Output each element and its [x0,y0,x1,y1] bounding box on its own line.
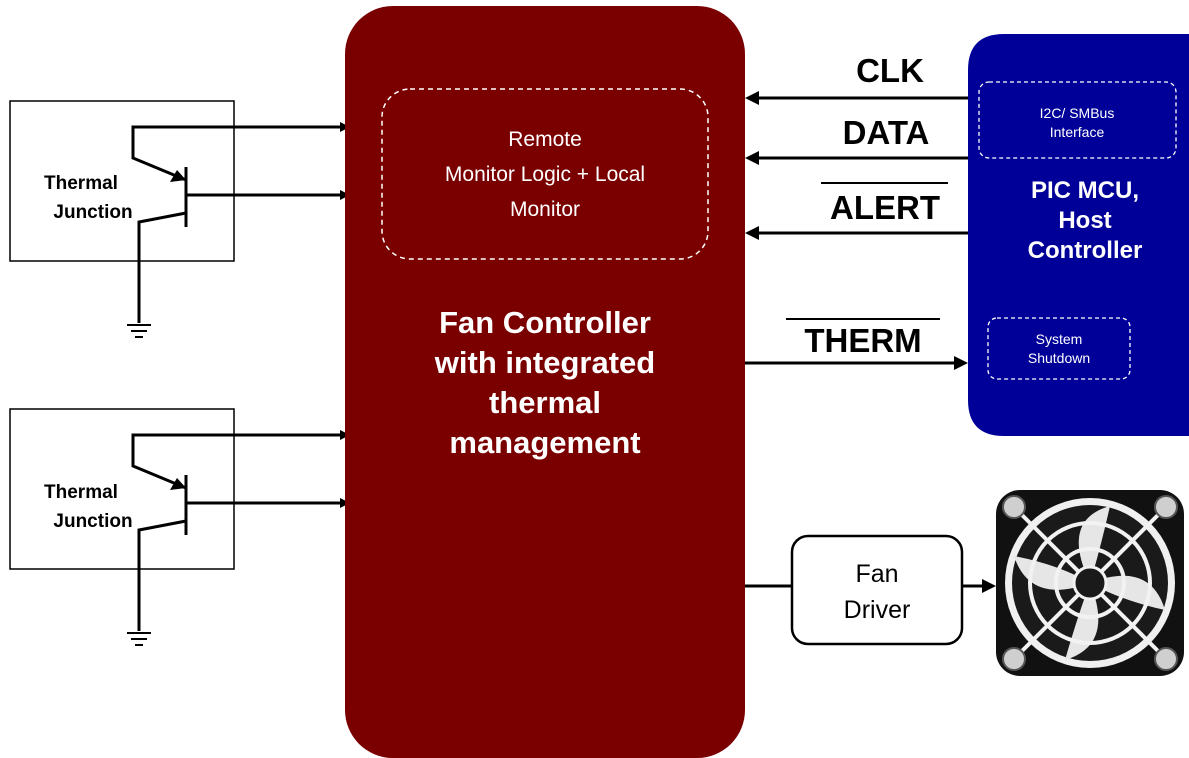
sensor-label-line1: Thermal [44,173,118,194]
therm-label: THERM [804,322,921,359]
fan-driver-line1: Fan [855,560,898,588]
mcu-title-line1: PIC MCU, [1031,177,1139,204]
i2c-interface-box [978,81,1177,159]
monitor-text-line1: Remote [508,128,582,151]
i2c-interface-line2: Interface [1050,124,1105,140]
controller-body [345,6,745,758]
signal-lines [745,96,985,588]
fan-icon [996,490,1184,676]
sensor-label-line1: Thermal [44,482,118,503]
mcu-title-line2: Host [1058,207,1111,234]
fan-driver-box [790,534,964,646]
alert-label: ALERT [830,189,940,226]
controller-title-line1: Fan Controller [439,305,651,340]
transistor-icon [131,125,340,323]
fan-controller-block: Remote Monitor Logic + Local Monitor Fan… [345,6,745,758]
sensor-label-line2: Junction [53,202,132,223]
arrow-icon [745,91,996,593]
i2c-interface-line1: I2C/ SMBus [1040,105,1115,121]
monitor-logic-box [381,88,709,260]
clk-label: CLK [856,52,924,89]
thermal-junction-sensor-2: Thermal Junction [9,408,350,646]
pic-mcu-host-controller: I2C/ SMBus Interface PIC MCU, Host Contr… [968,34,1189,436]
sensor-label-line2: Junction [53,511,132,532]
controller-title-line3: thermal [489,385,601,420]
mcu-body [968,34,1189,436]
monitor-text-line2: Monitor Logic + Local [445,163,645,186]
ground-icon [127,324,151,338]
controller-title-line2: with integrated [434,345,655,380]
controller-title-line4: management [449,425,640,460]
fan-driver-line2: Driver [844,596,911,624]
ground-icon [127,632,151,646]
fan-driver-block: Fan Driver [790,534,964,646]
system-shutdown-line1: System [1036,331,1083,347]
mcu-title-line3: Controller [1028,237,1143,264]
thermal-junction-sensor-1: Thermal Junction [9,100,350,338]
monitor-text-line3: Monitor [510,198,580,221]
system-shutdown-line2: Shutdown [1028,350,1090,366]
transistor-icon [131,433,340,631]
data-label: DATA [843,114,930,151]
